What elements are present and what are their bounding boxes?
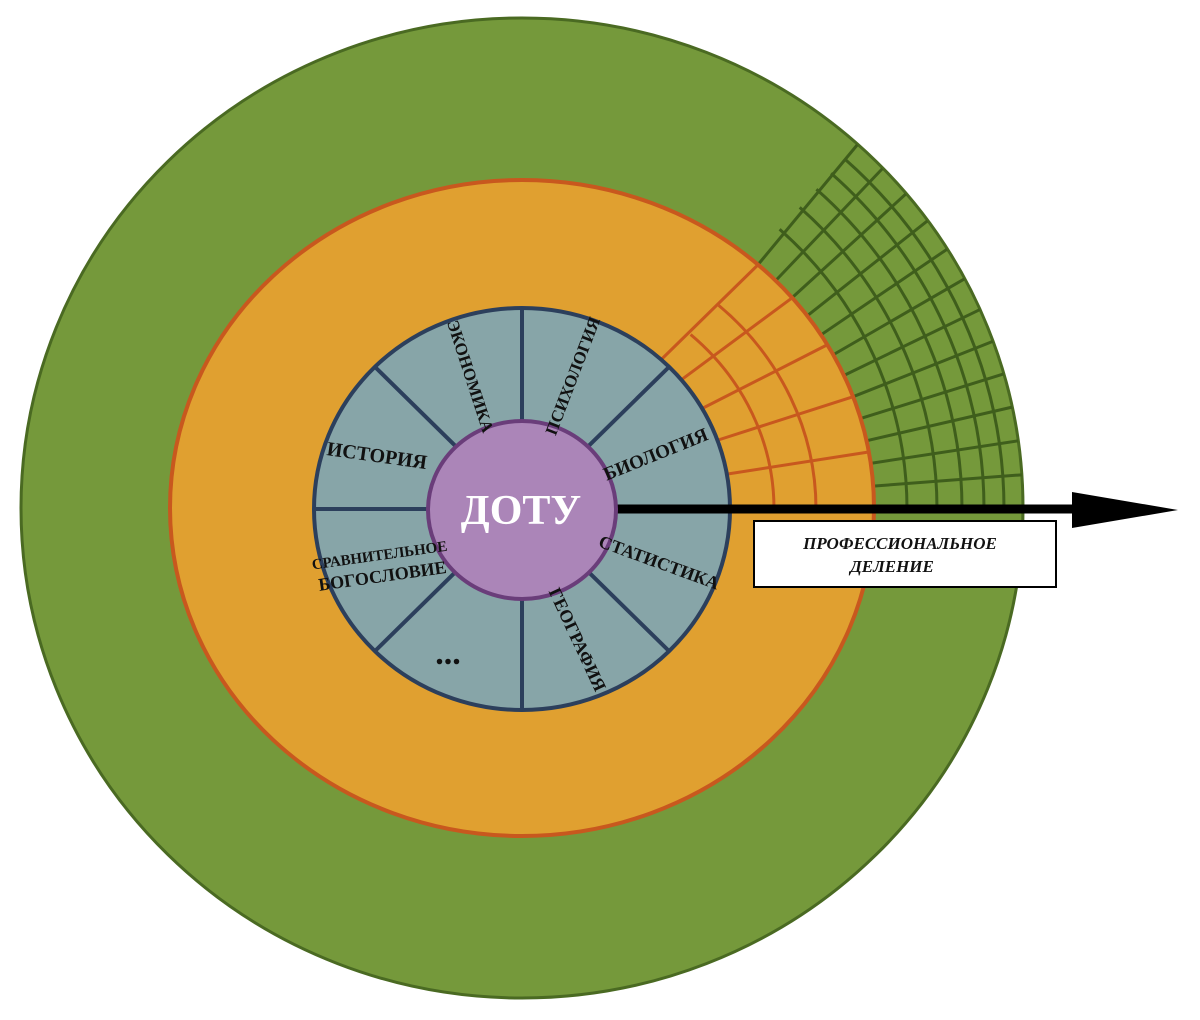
middle-grid-ray-3 bbox=[680, 296, 793, 382]
outer-ring-subdivision-grid bbox=[756, 143, 1022, 510]
arrow-label-box bbox=[753, 520, 1057, 588]
outer-grid-ray-6 bbox=[832, 277, 966, 357]
arrow-label-line1: ПРОФЕССИОНАЛЬНОЕ bbox=[802, 534, 997, 553]
center-circle bbox=[426, 419, 618, 601]
outer-grid-ray-8 bbox=[805, 219, 929, 318]
outer-grid-arc-1 bbox=[798, 206, 939, 510]
divider-line-1 bbox=[587, 365, 671, 448]
arrow-head bbox=[1072, 492, 1178, 528]
outer-grid-arc-0 bbox=[778, 228, 909, 510]
outer-grid-arc-3 bbox=[830, 172, 986, 510]
outer-grid-ray-3 bbox=[859, 372, 1005, 421]
outer-grid-ray-2 bbox=[865, 405, 1013, 443]
outer-grid-ray-1 bbox=[870, 439, 1019, 465]
middle-grid-arc-0 bbox=[689, 333, 776, 510]
outer-grid-ray-7 bbox=[819, 248, 948, 337]
divider-line-5 bbox=[373, 570, 457, 653]
outer-grid-ray-0 bbox=[873, 473, 1022, 488]
outer-grid-ray-9 bbox=[790, 192, 907, 300]
divider-line-7 bbox=[373, 365, 457, 448]
divider-line-3 bbox=[587, 570, 671, 653]
middle-grid-ray-1 bbox=[716, 395, 854, 442]
outer-grid-arc-2 bbox=[815, 188, 964, 510]
middle-grid-ray-0 bbox=[726, 450, 869, 476]
middle-ring-subdivision-grid bbox=[660, 264, 869, 510]
middle-grid-ray-4 bbox=[660, 264, 759, 361]
outer-grid-ray-11 bbox=[756, 143, 859, 267]
middle-grid-ray-2 bbox=[701, 343, 828, 410]
middle-grid-arc-1 bbox=[717, 304, 818, 510]
segment-label-ellipsis: ... bbox=[435, 635, 461, 672]
outer-grid-ray-10 bbox=[774, 167, 884, 283]
arrow-label-line2: ДЕЛЕНИЕ bbox=[848, 557, 934, 576]
outer-grid-ray-5 bbox=[842, 308, 981, 377]
discipline-ring-dividers bbox=[314, 308, 730, 710]
center-label: ДОТУ bbox=[461, 488, 581, 534]
outer-grid-ray-4 bbox=[852, 340, 994, 399]
